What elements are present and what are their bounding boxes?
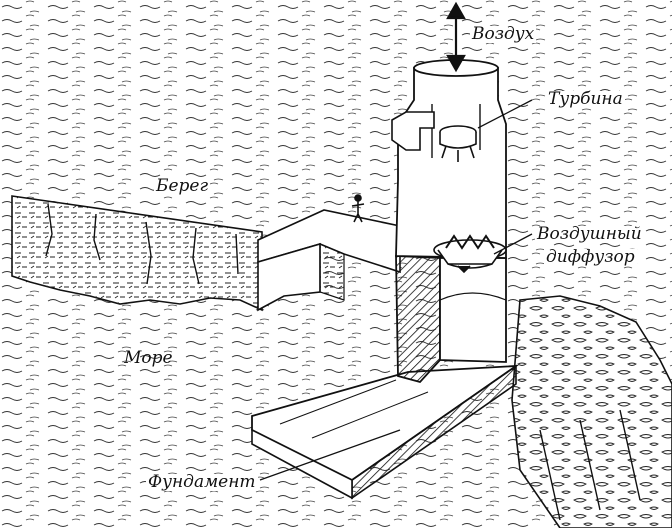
air-flow-arrow	[446, 1, 466, 73]
label-air: Воздух	[470, 24, 537, 44]
person-figure	[351, 194, 365, 223]
label-shore: Берег	[154, 176, 211, 196]
label-foundation: Фундамент	[146, 472, 258, 492]
cliff-cracks	[45, 203, 239, 285]
turbine-rotor	[439, 125, 477, 162]
tower-lower-shaft	[439, 257, 507, 363]
turbine-collar	[391, 111, 435, 151]
label-sea: Море	[124, 348, 173, 368]
label-air-diffuser-line2: диффузор	[544, 247, 637, 267]
label-air-diffuser-line1: Воздушный	[535, 224, 644, 244]
leader-lines	[259, 99, 533, 481]
tower-section-wall	[395, 255, 441, 384]
air-diffuser	[433, 234, 507, 274]
label-turbine: Турбина	[546, 89, 625, 109]
